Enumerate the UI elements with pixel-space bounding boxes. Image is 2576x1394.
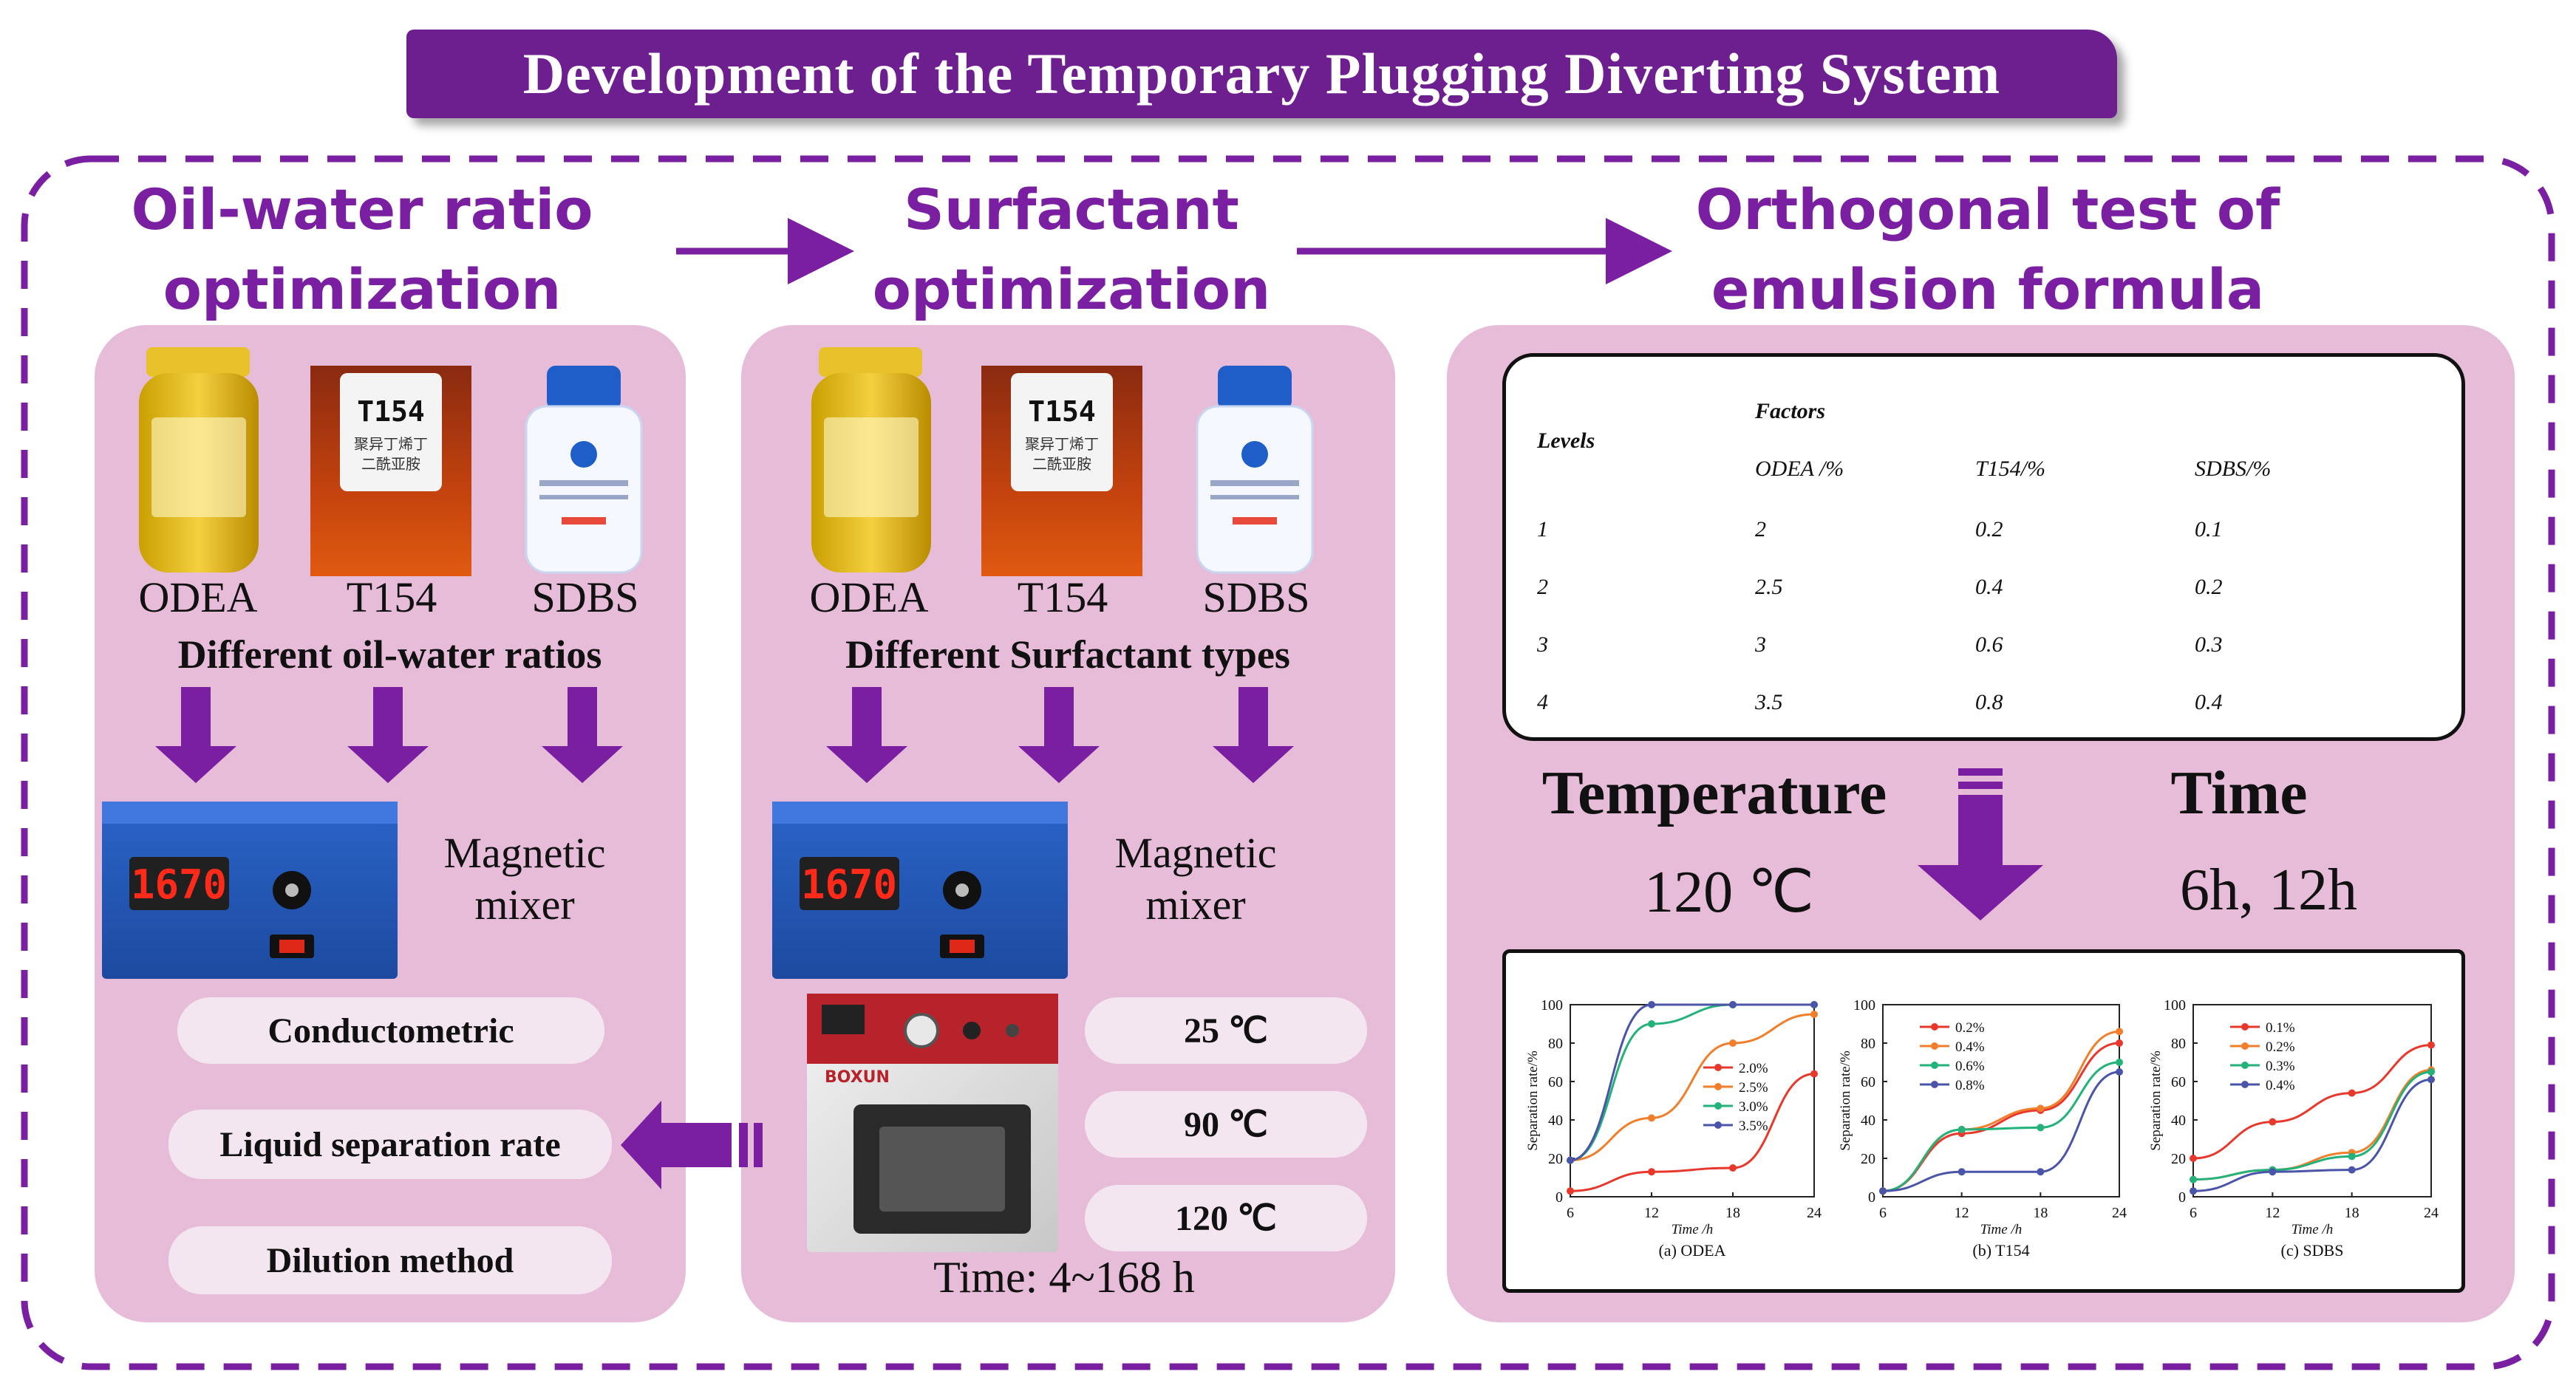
step3-title: Orthogonal test of emulsion formula (1655, 170, 2320, 329)
table-col-sdbs: SDBS/% (2195, 457, 2272, 481)
step1-title-line1: Oil-water ratio (131, 177, 593, 242)
magnetic-mixer-photo-1: 1670 (102, 802, 398, 979)
sdbs-bottle-photo-1 (525, 366, 643, 574)
odea-bottle-photo-1 (139, 347, 259, 573)
t154-bottle-photo-2: T154 聚异丁烯丁 二酰亚胺 (981, 366, 1142, 576)
t154-bottle-label-2: T154 (1028, 395, 1096, 428)
table-row-1-sdbs: 0.1 (2195, 517, 2223, 541)
table-row-1-t154: 0.2 (1975, 517, 2003, 541)
t154-bottle-sub-2b: 二酰亚胺 (1032, 455, 1091, 473)
table-col-odea: ODEA /% (1755, 457, 1844, 481)
table-levels-header: Levels (1537, 428, 1595, 453)
t154-bottle-label: T154 (357, 395, 425, 428)
t154-bottle-photo-1: T154 聚异丁烯丁 二酰亚胺 (310, 366, 471, 576)
sdbs-bottle-photo-2 (1196, 366, 1314, 574)
step3-title-line1: Orthogonal test of (1695, 177, 2280, 242)
method-dilution: Dilution method (168, 1226, 612, 1294)
table-row-4-t154: 0.8 (1975, 690, 2003, 714)
step1-title: Oil-water ratio optimization (96, 170, 628, 329)
table-row-4-sdbs: 0.4 (2195, 690, 2223, 714)
t154-bottle-sub-2: 二酰亚胺 (361, 455, 420, 473)
oven-brand: BOXUN (825, 1068, 890, 1087)
reagent-label-t154-1: T154 (346, 573, 437, 621)
temperature-90: 90 ℃ (1085, 1091, 1367, 1158)
panel2-mixer-line2: mixer (1145, 881, 1246, 929)
panel1-mixer-label: Magnetic mixer (418, 827, 632, 931)
condition-temperature-label: Temperature (1541, 759, 1887, 827)
condition-temperature-value: 120 ℃ (1644, 860, 1814, 925)
step2-title-line1: Surfactant (904, 177, 1239, 242)
panel1-heading: Different oil-water ratios (177, 632, 602, 677)
temperature-120: 120 ℃ (1085, 1185, 1367, 1251)
table-row-2-level: 2 (1537, 575, 1548, 599)
reagent-label-odea-1: ODEA (138, 573, 258, 621)
table-row-2-sdbs: 0.2 (2195, 575, 2223, 599)
table-row-2-odea: 2.5 (1755, 575, 1783, 599)
table-row-3-t154: 0.6 (1975, 632, 2003, 657)
table-row-3-level: 3 (1537, 632, 1548, 657)
step2-title-line2: optimization (872, 256, 1271, 322)
table-row-1-level: 1 (1537, 517, 1548, 541)
odea-bottle-photo-2 (811, 347, 931, 573)
t154-bottle-sub-1: 聚异丁烯丁 (354, 435, 428, 453)
reagent-label-odea-2: ODEA (809, 573, 929, 621)
step1-title-line2: optimization (163, 256, 562, 322)
panel2-heading: Different Surfactant types (845, 632, 1290, 677)
table-col-t154: T154/% (1975, 457, 2046, 481)
panel2-mixer-line1: Magnetic (1114, 829, 1277, 877)
reagent-label-sdbs-1: SDBS (531, 573, 639, 621)
table-row-3-sdbs: 0.3 (2195, 632, 2223, 657)
down-arrows-panel1 (155, 687, 623, 783)
step3-title-line2: emulsion formula (1711, 256, 2265, 322)
table-row-4-odea: 3.5 (1755, 690, 1783, 714)
panel1-mixer-line2: mixer (474, 881, 575, 929)
table-row-3-odea: 3 (1755, 632, 1766, 657)
condition-time-label: Time (2170, 759, 2308, 827)
main-title: Development of the Temporary Plugging Di… (406, 30, 2117, 118)
condition-time-value: 6h, 12h (2180, 858, 2357, 923)
temperature-25: 25 ℃ (1085, 997, 1367, 1064)
magnetic-mixer-photo-2: 1670 (772, 802, 1068, 979)
panel2-mixer-label: Magnetic mixer (1088, 827, 1303, 931)
table-row-1-odea: 2 (1755, 517, 1766, 541)
down-arrows-panel2 (826, 687, 1294, 783)
table-row-4-level: 4 (1537, 690, 1548, 714)
down-arrow-conditions (1918, 768, 2043, 920)
reagent-label-sdbs-2: SDBS (1202, 573, 1310, 621)
table-factors-header: Factors (1755, 399, 1826, 423)
t154-bottle-sub-2a: 聚异丁烯丁 (1025, 435, 1099, 453)
method-conductometric: Conductometric (177, 997, 604, 1064)
vacuum-oven-photo: BOXUN (807, 994, 1058, 1252)
dashed-frame (21, 155, 2555, 1370)
mixer-display-2: 1670 (801, 861, 897, 908)
step2-title: Surfactant optimization (820, 170, 1323, 329)
left-arrow-to-methods (621, 1101, 763, 1189)
method-liquid-separation-rate: Liquid separation rate (168, 1110, 612, 1179)
chart-panel (1502, 949, 2465, 1293)
table-row-2-t154: 0.4 (1975, 575, 2003, 599)
mixer-display-1: 1670 (131, 861, 227, 908)
reagent-label-t154-2: T154 (1017, 573, 1108, 621)
orthogonal-table (1502, 353, 2465, 741)
panel1-mixer-line1: Magnetic (443, 829, 606, 877)
panel2-time: Time: 4~168 h (933, 1253, 1195, 1302)
